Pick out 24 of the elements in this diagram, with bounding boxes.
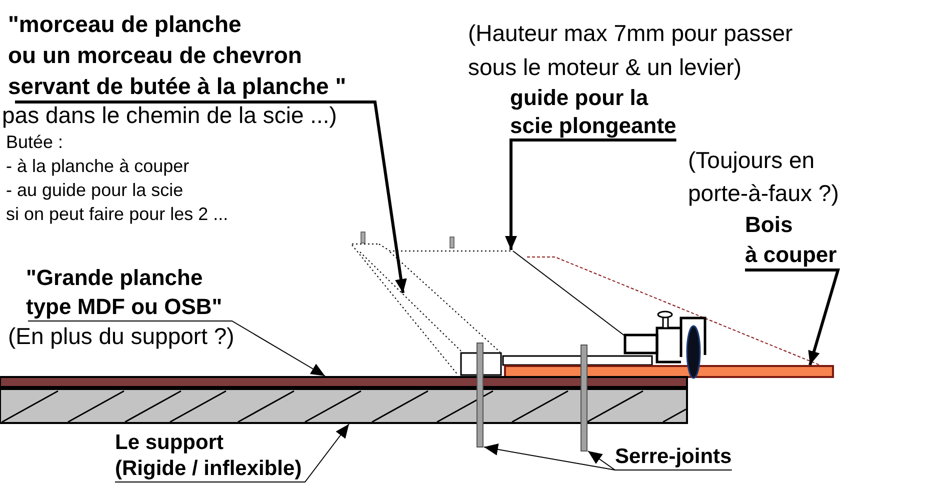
- leader-arrow: [745, 268, 840, 366]
- callout-text: "morceau de planche ou un morceau de chevron servant de butée à la planche ": [8, 9, 346, 102]
- callout-text: guide pour la scie plongeante: [510, 84, 676, 140]
- leader-arrow: [114, 424, 350, 482]
- clamp-bar: [580, 344, 588, 452]
- callout-text: "Grande planche type MDF ou OSB": [26, 263, 222, 321]
- note-text: (En plus du support ?): [8, 322, 234, 350]
- hatched-support: [0, 388, 688, 424]
- base-board: [0, 376, 688, 388]
- note-text: si on peut faire pour les 2 ...: [6, 203, 228, 226]
- note-text: (Hauteur max 7mm pour passer sous le moteur & un levier): [468, 19, 793, 82]
- leader-arrow: [28, 320, 326, 376]
- callout-text: Serre-joints: [615, 444, 732, 470]
- clamp-bar: [476, 342, 484, 448]
- note-text: - à la planche à couper: [6, 155, 190, 178]
- callout-text: Le support (Rigide / inflexible): [115, 430, 302, 482]
- leader-arrow: [15, 100, 407, 294]
- note-text: Butée :: [6, 131, 64, 154]
- note-text: - au guide pour la scie: [6, 179, 184, 202]
- leader-arrow: [588, 450, 732, 470]
- note-text: pas dans le chemin de la scie ...): [2, 102, 337, 128]
- callout-text: Bois à couper: [745, 210, 837, 270]
- note-text: (Toujours en porte-à-faux ?): [688, 146, 839, 208]
- leader-arrow: [505, 138, 676, 250]
